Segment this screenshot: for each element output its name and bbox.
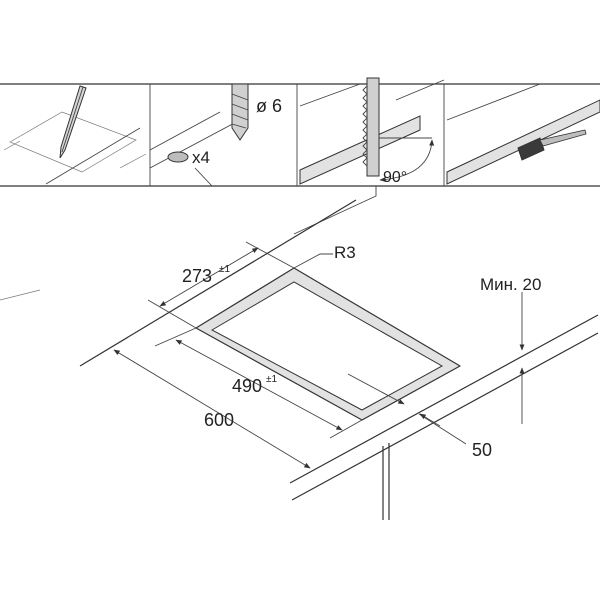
brush-icon: [517, 129, 587, 161]
min-clearance-label: Мин. 20: [480, 275, 541, 294]
step-mark-outline: [3, 85, 147, 185]
dimension-depth: 273 ±1: [147, 241, 295, 329]
worktop-width-value: 600: [204, 410, 234, 430]
depth-value: 273: [182, 266, 212, 286]
step-drill: x4 ø 6: [149, 83, 282, 187]
saw-angle-label: 90°: [383, 169, 407, 186]
dimension-edge-distance: 50: [347, 373, 492, 460]
cutout-opening: [195, 267, 461, 421]
width-tolerance: ±1: [266, 374, 277, 385]
radius-label: R3: [334, 243, 356, 262]
pencil-icon: [59, 85, 87, 159]
drill-bit-icon: [231, 83, 249, 141]
edge-distance-value: 50: [472, 440, 492, 460]
width-value: 490: [232, 376, 262, 396]
dimension-min-clearance: Мин. 20: [480, 275, 541, 424]
cabinet-side-panel: [382, 443, 390, 520]
depth-tolerance: ±1: [219, 264, 230, 275]
steps-strip: x4 ø 6 90°: [0, 77, 600, 187]
cutout-diagram: R3 273 ±1 490 ±1 600 50: [0, 199, 599, 520]
dimension-worktop: 600: [113, 349, 311, 469]
saw-blade-icon: [362, 77, 380, 177]
radius-leader: [293, 253, 333, 269]
step-saw: 90°: [299, 77, 445, 186]
drill-diameter-label: ø 6: [256, 96, 282, 116]
hole-count-label: x4: [192, 148, 210, 167]
drill-hole-marker: [167, 151, 189, 163]
step-connector-line: [293, 186, 377, 235]
step-seal: [446, 83, 600, 185]
